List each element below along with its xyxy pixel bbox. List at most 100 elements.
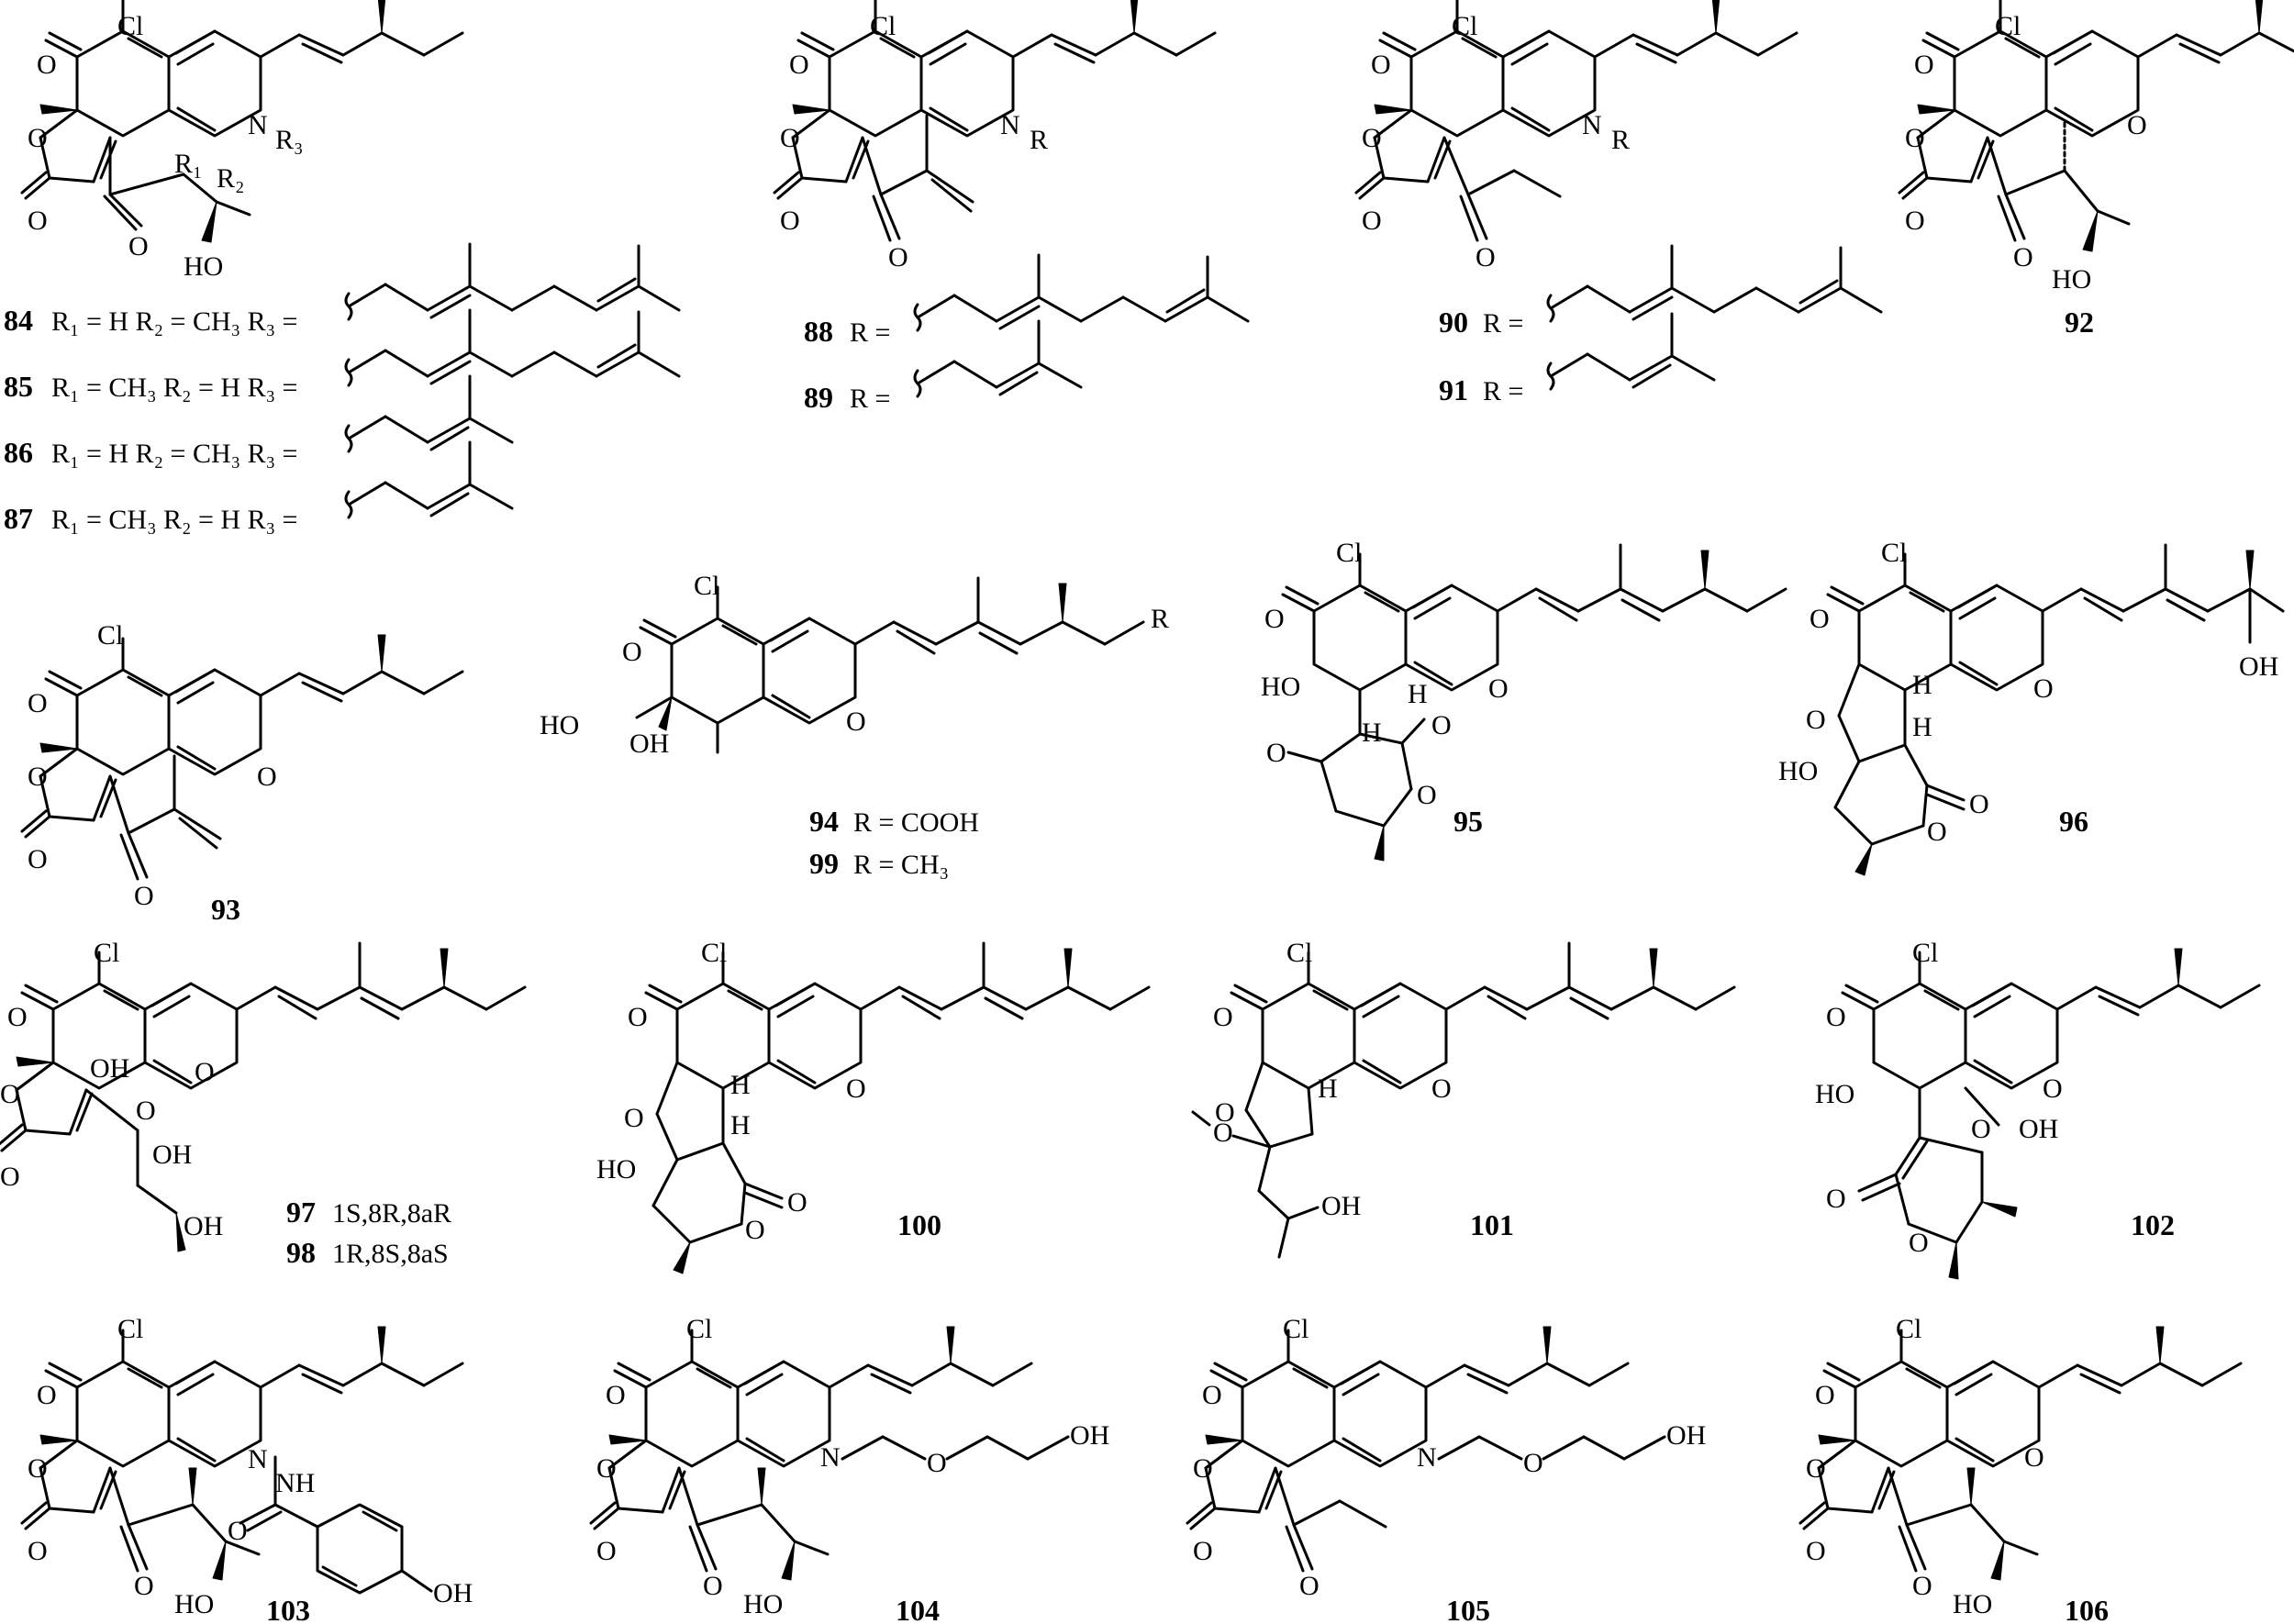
atom-label: O <box>1193 1453 1213 1484</box>
atom-label: N <box>1417 1442 1437 1473</box>
atom-label: HO <box>1778 756 1818 786</box>
compound-label: 102 <box>2131 1208 2175 1241</box>
atom-label: O <box>1927 817 1947 847</box>
atom-label: Cl <box>1881 538 1907 568</box>
atom-label: O <box>1213 1002 1233 1032</box>
structure-90-91: Cl O N R O O O <box>1354 0 1798 273</box>
compound-label: 99 <box>809 847 839 880</box>
structure-105: Cl O N O OH O O O <box>1186 1314 1706 1601</box>
atom-label: H <box>1362 717 1382 748</box>
atom-label: O <box>1362 206 1382 236</box>
atom-label: H <box>730 1070 751 1100</box>
atom-label: OH <box>2239 651 2278 682</box>
atom-label: OH <box>629 729 669 759</box>
atom-label: O <box>37 50 57 80</box>
substituent-text: R₁ = CH₃ R₂ = H R₃ = <box>51 373 297 403</box>
structure-97-98: Cl O OH O O O O OH OH <box>0 938 527 1252</box>
atom-label: O <box>1905 206 1925 236</box>
atom-label: R₁ <box>174 149 202 179</box>
compound-label: 98 <box>286 1236 316 1269</box>
substituent-text: R = <box>850 317 890 348</box>
atom-label: O <box>1371 50 1391 80</box>
atom-label: O <box>28 844 48 874</box>
atom-label: HO <box>1261 672 1300 702</box>
substituent-text: R₁ = H R₂ = CH₃ R₃ = <box>51 439 297 469</box>
atom-label: HO <box>174 1589 214 1619</box>
structure-101: Cl O O H O O OH <box>1191 938 1736 1259</box>
structure-95: Cl O O HO H H O O O <box>1261 538 1787 862</box>
structure-106: Cl O O O O O HO <box>1798 1314 2243 1619</box>
atom-label: O <box>789 50 809 80</box>
atom-label: Cl <box>1452 11 1477 41</box>
atom-label: O <box>846 1073 866 1104</box>
atom-label: O <box>195 1057 215 1087</box>
atom-label: O <box>228 1516 248 1546</box>
atom-label: O <box>1806 1453 1826 1484</box>
atom-label: R₃ <box>275 125 303 155</box>
atom-label: O <box>28 1453 48 1484</box>
atom-label: Cl <box>117 1314 143 1344</box>
substituent-text: R = CH₃ <box>853 850 949 880</box>
structure-96: Cl O O H H O HO O O OH <box>1778 538 2285 876</box>
atom-label: O <box>28 206 48 236</box>
atom-label: O <box>1806 705 1826 735</box>
atom-label: O <box>787 1187 807 1218</box>
substituent-text: R = <box>850 384 890 414</box>
compound-label: 101 <box>1470 1208 1514 1241</box>
atom-label: OH <box>184 1211 223 1241</box>
atom-label: R₂ <box>217 163 244 194</box>
atom-label: Cl <box>1896 1314 1921 1344</box>
substituent-text: R₁ = CH₃ R₂ = H R₃ = <box>51 505 297 535</box>
atom-label: O <box>2043 1073 2063 1104</box>
atom-label: O <box>1914 50 1934 80</box>
atom-label: R <box>1151 604 1169 634</box>
atom-label: O <box>1213 1118 1233 1148</box>
atom-label: O <box>134 881 154 911</box>
atom-label: O <box>257 762 277 792</box>
atom-label: O <box>1476 242 1496 273</box>
atom-label: O <box>28 123 48 153</box>
atom-label: OH <box>2019 1114 2058 1144</box>
atom-label: O <box>1806 1536 1826 1566</box>
substituent-text: R = <box>1483 308 1523 339</box>
atom-label: O <box>37 1380 57 1410</box>
atom-label: O <box>596 1536 617 1566</box>
atom-label: O <box>1417 780 1437 810</box>
atom-label: Cl <box>1912 938 1938 968</box>
atom-label: O <box>136 1096 156 1126</box>
atom-label: O <box>927 1448 947 1478</box>
atom-label: O <box>1266 738 1286 768</box>
structure-84-87: Cl O N R₃ O O R₁ R₂ O HO <box>20 0 464 282</box>
atom-label: O <box>745 1215 765 1245</box>
compound-label: 93 <box>211 893 240 926</box>
structure-100: Cl O O H H O HO O O <box>596 938 1151 1274</box>
atom-label: O <box>1810 604 1830 634</box>
atom-label: H <box>1318 1073 1338 1104</box>
atom-label: OH <box>152 1140 192 1170</box>
compound-label: 92 <box>2065 306 2094 339</box>
atom-label: O <box>7 1002 28 1032</box>
atom-label: OH <box>1070 1420 1109 1451</box>
atom-label: Cl <box>870 11 896 41</box>
atom-label: N <box>248 110 268 140</box>
atom-label: O <box>596 1453 617 1484</box>
atom-label: O <box>1264 604 1285 634</box>
substituent-text: R = COOH <box>853 807 979 838</box>
atom-label: O <box>780 206 800 236</box>
atom-label: O <box>888 242 908 273</box>
atom-label: Cl <box>1995 11 2021 41</box>
atom-label: OH <box>433 1578 473 1608</box>
atom-label: O <box>606 1380 626 1410</box>
atom-label: N <box>820 1442 841 1473</box>
compound-label: 103 <box>266 1594 310 1624</box>
atom-label: O <box>1815 1380 1835 1410</box>
atom-label: O <box>2033 673 2054 704</box>
atom-label: O <box>624 1103 644 1133</box>
compound-label: 84 <box>4 304 33 337</box>
atom-label: O <box>622 637 642 667</box>
atom-label: O <box>846 706 866 737</box>
atom-label: HO <box>1953 1589 1992 1619</box>
atom-label: O <box>1909 1228 1929 1258</box>
atom-label: R <box>1611 125 1630 155</box>
atom-label: O <box>1215 1097 1235 1128</box>
